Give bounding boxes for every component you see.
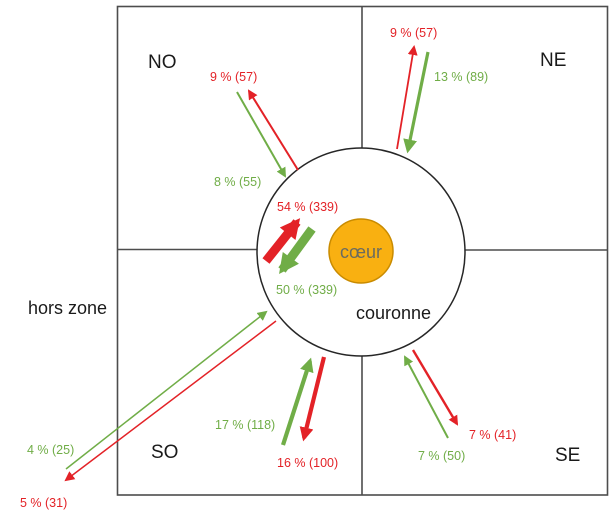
flow-label-se-outflow: 7 % (41) bbox=[469, 428, 516, 442]
arrow-outside-inflow bbox=[65, 310, 268, 470]
zone-label-ring: couronne bbox=[356, 303, 431, 323]
coeur-circle bbox=[328, 218, 394, 284]
arrow-sw-inflow bbox=[281, 357, 314, 446]
arrow-nw-inflow bbox=[236, 91, 286, 178]
flow-label-ne-inflow: 13 % (89) bbox=[434, 70, 488, 84]
arrow-sw-outflow bbox=[299, 356, 327, 442]
arrow-core-inflow bbox=[278, 226, 316, 275]
flow-label-outside-outflow: 5 % (31) bbox=[20, 496, 67, 510]
arrow-se-outflow bbox=[411, 349, 459, 426]
flow-label-sw-inflow: 17 % (118) bbox=[215, 418, 275, 432]
arrow-ne-inflow bbox=[403, 51, 430, 154]
zone-label-outside: hors zone bbox=[28, 298, 107, 318]
flow-label-outside-inflow: 4 % (25) bbox=[27, 443, 74, 457]
arrow-outside-outflow bbox=[64, 320, 277, 482]
arrow-nw-outflow bbox=[247, 89, 299, 171]
zone-label-se: SE bbox=[555, 445, 580, 466]
arrow-ne-outflow bbox=[396, 45, 418, 150]
flow-label-sw-outflow: 16 % (100) bbox=[277, 456, 338, 470]
flow-label-ne-outflow: 9 % (57) bbox=[390, 26, 437, 40]
flow-label-nw-inflow: 8 % (55) bbox=[214, 175, 261, 189]
zone-label-core: cœur bbox=[340, 242, 382, 262]
flow-label-nw-outflow: 9 % (57) bbox=[210, 70, 257, 84]
zone-label-ne: NE bbox=[540, 50, 566, 71]
zone-label-sw: SO bbox=[151, 442, 178, 463]
flow-label-core-inflow: 50 % (339) bbox=[276, 283, 337, 297]
arrow-core-outflow bbox=[262, 218, 301, 264]
flow-label-se-inflow: 7 % (50) bbox=[418, 449, 465, 463]
flow-label-core-outflow: 54 % (339) bbox=[277, 200, 338, 214]
zone-label-nw: NO bbox=[148, 52, 177, 73]
arrow-se-inflow bbox=[404, 355, 449, 439]
